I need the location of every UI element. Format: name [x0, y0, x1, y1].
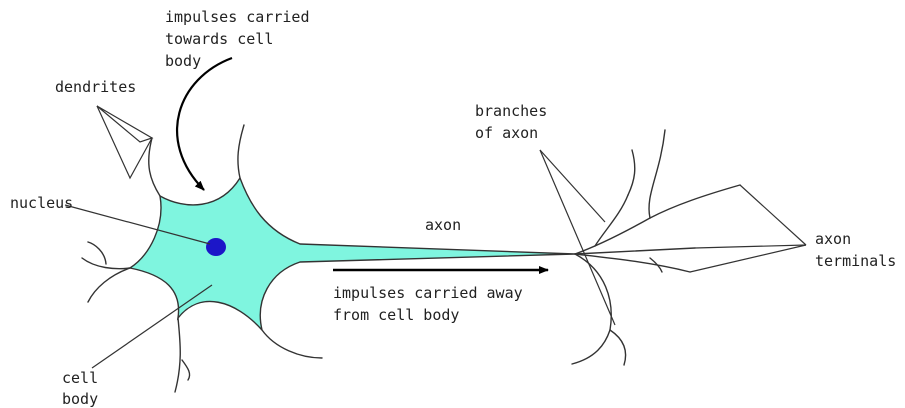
- arrow-impulses-toward: [177, 58, 232, 190]
- label-dendrites: dendrites: [55, 78, 136, 96]
- label-branches-of-axon: branches of axon: [475, 102, 556, 142]
- label-axon: axon: [425, 216, 461, 234]
- label-impulses-toward: impulses carried towards cell body: [165, 8, 319, 70]
- nucleus: [206, 238, 226, 256]
- label-nucleus: nucleus: [10, 194, 73, 212]
- label-axon-terminals: axon terminals: [815, 230, 896, 270]
- label-impulses-away: impulses carried away from cell body: [333, 284, 532, 324]
- label-cell-body: cell body: [62, 369, 107, 408]
